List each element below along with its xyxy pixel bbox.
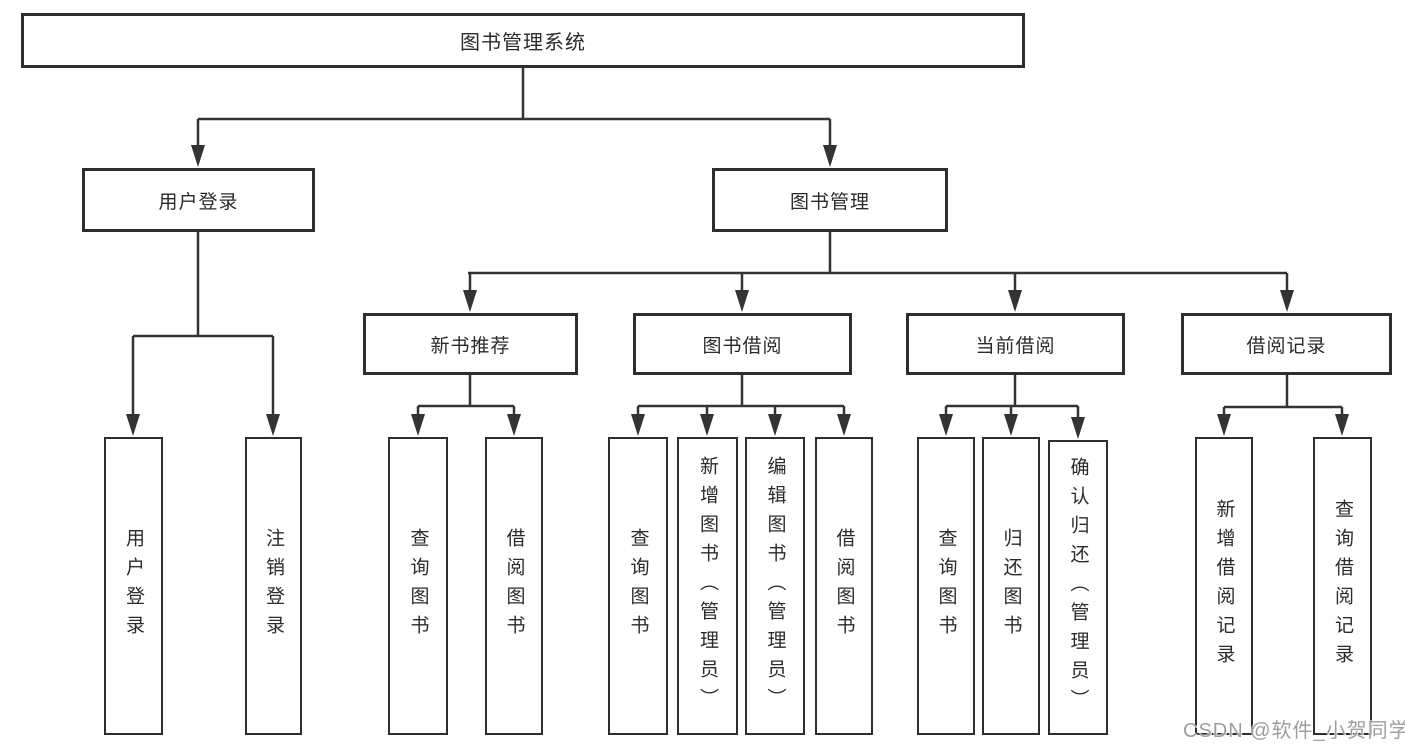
leaf-return-book: 归还图书 xyxy=(982,437,1040,735)
leaf-query-borrow-record: 查询借阅记录 xyxy=(1313,437,1372,735)
node-new-book-recommend: 新书推荐 xyxy=(363,313,578,375)
leaf-confirm-return-admin-label: 确认归还（管理员） xyxy=(1067,457,1089,718)
leaf-query-books-borrowing: 查询图书 xyxy=(608,437,668,735)
leaf-edit-book-admin: 编辑图书（管理员） xyxy=(745,437,805,735)
leaf-add-borrow-record: 新增借阅记录 xyxy=(1195,437,1253,735)
leaf-edit-book-admin-label: 编辑图书（管理员） xyxy=(764,455,786,717)
leaf-add-book-admin: 新增图书（管理员） xyxy=(677,437,738,735)
leaf-borrow-books-borrowing: 借阅图书 xyxy=(815,437,873,735)
node-book-management: 图书管理 xyxy=(712,168,948,232)
leaf-add-borrow-record-label: 新增借阅记录 xyxy=(1213,499,1235,673)
csdn-watermark: CSDN @软件_小贺同学 xyxy=(1183,720,1405,742)
leaf-query-books-recommend-label: 查询图书 xyxy=(407,528,429,644)
leaf-user-login: 用户登录 xyxy=(104,437,163,735)
leaf-confirm-return-admin: 确认归还（管理员） xyxy=(1048,440,1108,735)
leaf-add-book-admin-label: 新增图书（管理员） xyxy=(697,455,718,717)
node-current-borrowing: 当前借阅 xyxy=(906,313,1125,375)
node-system-root: 图书管理系统 xyxy=(21,13,1025,68)
node-user-login: 用户登录 xyxy=(82,168,315,232)
node-borrow-records: 借阅记录 xyxy=(1181,313,1392,375)
leaf-borrow-books-borrowing-label: 借阅图书 xyxy=(833,528,855,644)
leaf-query-books-recommend: 查询图书 xyxy=(388,437,448,735)
leaf-return-book-label: 归还图书 xyxy=(1000,528,1022,644)
arrowheads xyxy=(126,145,1349,439)
leaf-borrow-books-recommend: 借阅图书 xyxy=(485,437,543,735)
node-book-borrowing: 图书借阅 xyxy=(633,313,852,375)
leaf-query-borrow-record-label: 查询借阅记录 xyxy=(1332,499,1353,673)
leaf-borrow-books-recommend-label: 借阅图书 xyxy=(503,528,525,644)
leaf-user-login-label: 用户登录 xyxy=(123,528,144,644)
leaf-logout: 注销登录 xyxy=(245,437,302,735)
leaf-query-books-current-label: 查询图书 xyxy=(935,528,957,644)
leaf-query-books-current: 查询图书 xyxy=(917,437,975,735)
leaf-logout-label: 注销登录 xyxy=(263,528,284,644)
leaf-query-books-borrowing-label: 查询图书 xyxy=(627,528,649,644)
